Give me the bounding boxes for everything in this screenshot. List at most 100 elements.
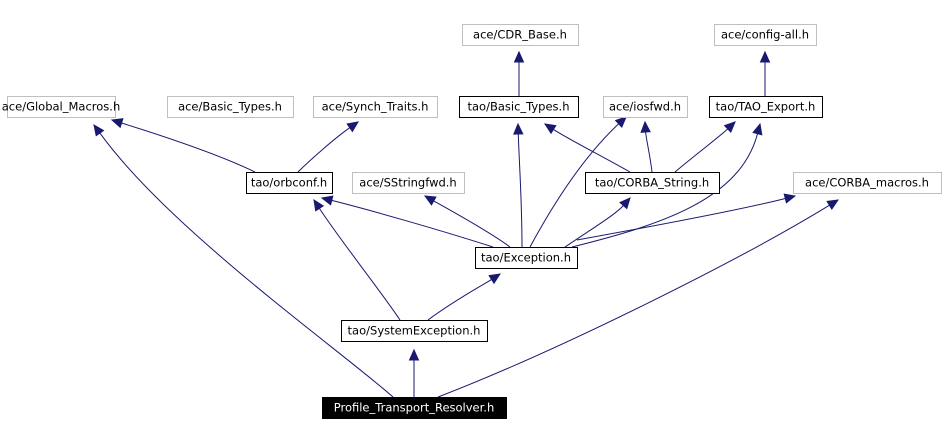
arrow-head — [313, 198, 325, 212]
edge-exception-to-tao_basic_types — [513, 122, 524, 248]
node-sstringfwd[interactable]: ace/SStringfwd.h — [352, 172, 465, 194]
node-box — [7, 96, 116, 118]
edge-tao_basic_types-to-cdr_base — [513, 50, 525, 96]
node-corba-string[interactable]: tao/CORBA_String.h — [585, 172, 720, 194]
node-label: ace/Basic_Types.h — [178, 100, 282, 114]
node-resolver: Profile_Transport_Resolver.h — [322, 397, 507, 419]
edge-corba_string-to-tao_export — [674, 121, 736, 173]
arrow-head — [423, 195, 437, 206]
arrow-head — [752, 122, 763, 136]
edge-line — [529, 123, 620, 248]
node-box — [714, 24, 817, 46]
node-label: tao/Exception.h — [481, 251, 571, 265]
node-box — [585, 172, 720, 194]
node-label: ace/Synch_Traits.h — [322, 100, 429, 114]
node-label: Profile_Transport_Resolver.h — [334, 401, 495, 415]
edge-line — [571, 133, 758, 248]
edge-exception-to-corba_string — [564, 197, 631, 248]
edge-orbconf-to-global_macros — [110, 118, 256, 173]
edge-line — [121, 122, 256, 173]
node-box — [352, 172, 465, 194]
edge-line — [437, 204, 830, 398]
node-label: tao/Basic_Types.h — [467, 100, 569, 114]
node-box — [462, 24, 579, 46]
node-synch-traits[interactable]: ace/Synch_Traits.h — [313, 96, 438, 118]
node-label: tao/TAO_Export.h — [716, 100, 816, 114]
edge-orbconf-to-synch_traits — [297, 121, 359, 173]
edge-resolver-to-system_exception — [408, 348, 420, 397]
arrow-head — [408, 348, 420, 361]
node-exception[interactable]: tao/Exception.h — [475, 247, 578, 269]
edge-line — [645, 131, 653, 173]
arrow-head — [723, 121, 736, 133]
node-box — [167, 96, 294, 118]
edge-resolver-to-global_macros — [93, 124, 394, 398]
arrow-head — [783, 193, 797, 204]
edge-system_exception-to-orbconf — [313, 198, 401, 321]
node-tao-export[interactable]: tao/TAO_Export.h — [709, 96, 823, 118]
node-box — [246, 172, 333, 194]
node-label: tao/SystemException.h — [348, 324, 481, 338]
node-label: tao/orbconf.h — [251, 176, 327, 190]
arrow-head — [110, 118, 124, 129]
nodes-layer: ace/CDR_Base.h ace/config-all.h ace/Global… — [2, 24, 942, 419]
arrow-head — [759, 50, 771, 63]
edge-exception-to-orbconf — [320, 195, 494, 248]
edge-line — [297, 127, 351, 173]
arrow-head — [488, 273, 502, 285]
arrow-head — [346, 121, 359, 133]
edge-line — [564, 205, 624, 248]
arrow-head — [513, 122, 524, 135]
arrow-head — [93, 124, 105, 137]
arrow-head — [513, 50, 525, 63]
arrow-head — [543, 123, 557, 135]
node-label: ace/CORBA_macros.h — [805, 176, 929, 190]
edge-line — [674, 128, 729, 173]
node-corba-macros[interactable]: ace/CORBA_macros.h — [793, 172, 942, 194]
edge-line — [576, 198, 786, 241]
edge-line — [517, 133, 523, 248]
arrow-head — [826, 199, 840, 211]
arrow-head — [619, 197, 631, 210]
edge-line — [318, 208, 401, 321]
edge-line — [427, 278, 492, 321]
edge-exception-to-tao_export — [571, 122, 763, 248]
edge-exception-to-corba_macros — [576, 193, 797, 241]
edges-layer — [93, 50, 840, 398]
node-label: tao/CORBA_String.h — [595, 176, 709, 190]
node-box — [709, 96, 823, 118]
node-box — [603, 96, 688, 118]
node-label: ace/Global_Macros.h — [2, 100, 121, 114]
edge-line — [99, 132, 394, 398]
arrow-head — [640, 120, 651, 133]
node-orbconf[interactable]: tao/orbconf.h — [246, 172, 333, 194]
edge-resolver-to-corba_macros — [437, 199, 840, 398]
node-label: ace/SStringfwd.h — [359, 176, 456, 190]
edge-tao_export-to-config_all — [759, 50, 771, 96]
edge-line — [553, 128, 631, 173]
edge-corba_string-to-iosfwd — [640, 120, 653, 173]
node-ace-basic-types[interactable]: ace/Basic_Types.h — [167, 96, 294, 118]
arrow-head — [614, 116, 627, 129]
node-box — [459, 96, 579, 118]
node-system-exception[interactable]: tao/SystemException.h — [341, 320, 488, 342]
node-cdr-base[interactable]: ace/CDR_Base.h — [462, 24, 579, 46]
edge-system_exception-to-exception — [427, 273, 502, 321]
node-box — [313, 96, 438, 118]
node-box — [322, 397, 507, 419]
node-label: ace/iosfwd.h — [609, 100, 681, 114]
edge-exception-to-sstringfwd — [423, 195, 511, 248]
edge-line — [433, 200, 511, 248]
node-iosfwd[interactable]: ace/iosfwd.h — [603, 96, 688, 118]
edge-line — [331, 199, 494, 248]
node-config-all[interactable]: ace/config-all.h — [714, 24, 817, 46]
node-label: ace/CDR_Base.h — [473, 28, 567, 42]
node-global-macros[interactable]: ace/Global_Macros.h — [2, 96, 121, 118]
node-box — [341, 320, 488, 342]
node-label: ace/config-all.h — [721, 28, 809, 42]
node-box — [793, 172, 942, 194]
node-tao-basic-types[interactable]: tao/Basic_Types.h — [459, 96, 579, 118]
node-box — [475, 247, 578, 269]
edge-exception-to-iosfwd — [529, 116, 627, 248]
